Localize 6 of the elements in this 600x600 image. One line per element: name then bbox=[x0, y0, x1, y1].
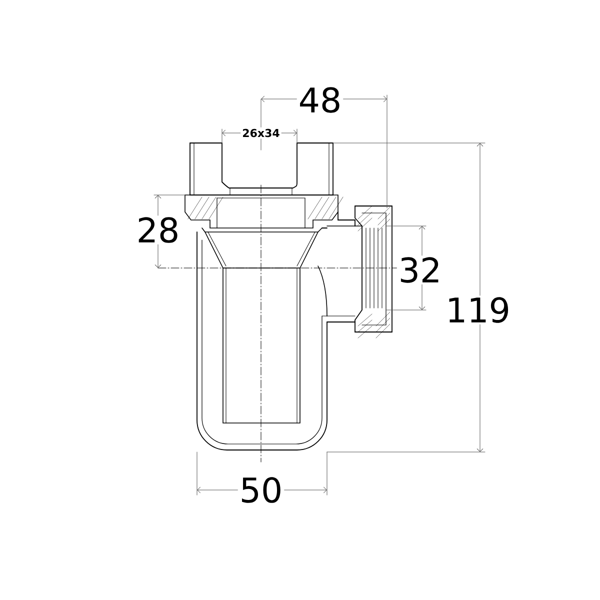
dimension-label: 28 bbox=[134, 216, 182, 244]
dimension-label: 26x34 bbox=[240, 127, 282, 139]
dimension-label: 119 bbox=[444, 296, 512, 324]
dimension-label: 48 bbox=[296, 86, 344, 114]
dimension-label: 32 bbox=[396, 256, 444, 284]
dimension-label: 50 bbox=[238, 476, 284, 504]
